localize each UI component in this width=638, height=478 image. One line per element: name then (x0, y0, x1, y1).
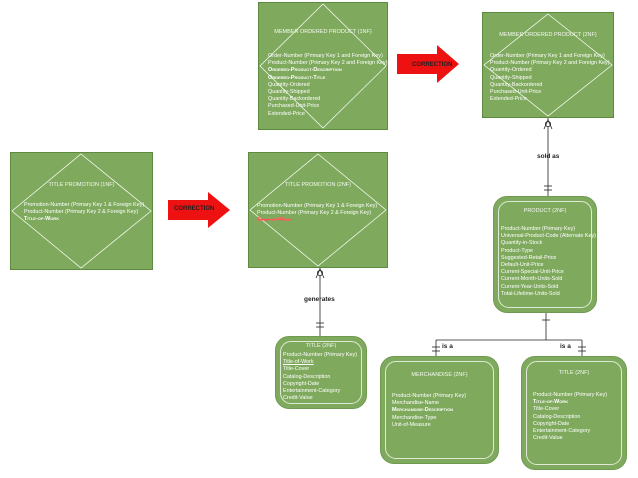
entity-title: TITLE (2NF) (558, 370, 590, 376)
entity-title: PRODUCT (2NF) (523, 208, 567, 214)
attribute: Product-Type (501, 247, 534, 254)
attribute: Universal-Product-Code (Alternate Key) (501, 233, 596, 240)
attribute: Quantity-Backordered (268, 96, 321, 103)
entity-title-2nf-small: TITLE (2NF) Product-Number (Primary Key)… (275, 336, 367, 409)
entity-title-promotion-2nf: TITLE PROMOTION (2NF) Promotion-Number (… (248, 152, 388, 268)
attribute-list: Promotion-Number (Primary Key 1 & Foreig… (24, 202, 144, 224)
attribute: Product-Number (Primary Key) (533, 392, 607, 398)
attribute-list: Product-Number (Primary Key) Title-of-Wo… (533, 392, 607, 442)
attribute: Merchandise-Name (392, 400, 440, 407)
diamond-shape (259, 3, 387, 129)
entity-title: TITLE (2NF) (305, 343, 337, 349)
attribute: Default-Unit-Price (501, 262, 544, 269)
attribute-list: Product-Number (Primary Key) Merchandise… (392, 393, 466, 429)
entity-title: MERCHANDISE (2NF) (411, 372, 468, 378)
attribute: Product-Number (Primary Key) (501, 226, 575, 232)
attribute-removed: Title-of-Work (257, 217, 293, 224)
attribute: Title-Cover (283, 366, 310, 373)
entity-member-ordered-product-1nf: MEMBER ORDERED PRODUCT (1NF) Order-Numbe… (258, 2, 388, 130)
attribute: Extended-Price (490, 96, 527, 103)
attribute: Current-Year-Units-Sold (501, 283, 559, 290)
correction-arrow-left (168, 192, 230, 228)
entity-title: MEMBER ORDERED PRODUCT (2NF) (499, 32, 597, 38)
attribute: Product-Number (Primary Key 2 and Foreig… (490, 60, 610, 67)
entity-title: TITLE PROMOTION (1NF) (48, 182, 115, 188)
entity-title-promotion-1nf: TITLE PROMOTION (1NF) Promotion-Number (… (10, 152, 153, 270)
diamond-shape (11, 153, 152, 269)
attribute: Current-Month-Units-Sold (501, 276, 563, 283)
correction-label-top: CORRECTION (412, 62, 453, 68)
entity-product-2nf: PRODUCT (2NF) Product-Number (Primary Ke… (493, 196, 597, 313)
attribute: Title-Cover (533, 406, 560, 413)
attribute: Unit-of-Measure (392, 421, 431, 428)
entity-merchandise-2nf: MERCHANDISE (2NF) Product-Number (Primar… (380, 356, 499, 464)
attribute: Promotion-Number (Primary Key 1 & Foreig… (257, 203, 378, 209)
attribute-list: Product-Number (Primary Key) Universal-P… (501, 226, 596, 298)
attribute-list: Product-Number (Primary Key) Title-of-Wo… (283, 352, 357, 402)
attribute: Ordered-Product-Description (268, 67, 342, 74)
attribute: Purchased-Unit-Price (268, 103, 320, 110)
is-a-right-label: is a (560, 343, 571, 350)
entity-title: TITLE PROMOTION (2NF) (285, 182, 351, 188)
attribute: Current-Special-Unit-Price (501, 269, 564, 276)
attribute: Copyright-Date (533, 420, 570, 427)
attribute: Quantity-Shipped (268, 89, 310, 96)
attribute: Product-Number (Primary Key 2 & Foreign … (257, 210, 372, 217)
attribute-list: Order-Number (Primary Key 1 and Foreign … (268, 53, 388, 118)
attribute: Quantity-Ordered (490, 67, 532, 74)
attribute: Product-Number (Primary Key 2 and Foreig… (268, 60, 388, 67)
attribute: Order-Number (Primary Key 1 and Foreign … (490, 53, 605, 59)
attribute: Catalog-Description (283, 373, 331, 380)
attribute: Merchandise-Description (392, 407, 454, 414)
attribute: Quantity-Ordered (268, 81, 310, 88)
attribute: Quantity-in-Stock (501, 240, 543, 247)
attribute-list: Promotion-Number (Primary Key 1 & Foreig… (257, 203, 377, 225)
attribute: Extended-Price (268, 110, 305, 117)
diamond-shape (249, 153, 387, 267)
attribute: Catalog-Description (533, 413, 581, 420)
attribute: Credit-Value (283, 395, 313, 402)
entity-title: MEMBER ORDERED PRODUCT (1NF) (274, 29, 372, 35)
attribute: Promotion-Number (Primary Key 1 & Foreig… (24, 202, 145, 208)
sold-as-label: sold as (537, 153, 560, 160)
attribute: Quantity-Backordered (490, 81, 543, 88)
attribute: Title-of-Work (24, 216, 60, 223)
attribute: Title-of-Work (283, 359, 314, 366)
attribute: Ordered-Product-Title (268, 74, 326, 81)
attribute: Total-Lifetime-Units-Sold (501, 290, 560, 297)
attribute: Purchased-Unit-Price (490, 89, 542, 96)
diamond-shape (483, 13, 613, 117)
attribute: Entertainment-Category (533, 428, 591, 435)
entity-member-ordered-product-2nf: MEMBER ORDERED PRODUCT (2NF) Order-Numbe… (482, 12, 614, 118)
attribute: Copyright-Date (283, 380, 320, 387)
correction-label-left: CORRECTION (174, 206, 215, 212)
attribute: Product-Number (Primary Key 2 & Foreign … (24, 209, 139, 216)
attribute: Product-Number (Primary Key) (392, 393, 466, 399)
entity-title-2nf: TITLE (2NF) Product-Number (Primary Key)… (521, 356, 627, 470)
generates-label: generates (304, 296, 335, 303)
attribute: Title-of-Work (533, 399, 569, 406)
attribute: Quantity-Shipped (490, 74, 532, 81)
attribute: Product-Number (Primary Key) (283, 352, 357, 358)
is-a-left-label: is a (442, 343, 453, 350)
attribute: Order-Number (Primary Key 1 and Foreign … (268, 53, 383, 59)
correction-arrow-top (397, 45, 459, 83)
attribute: Suggested-Retail-Price (501, 254, 557, 261)
attribute: Merchandise-Type (392, 414, 437, 421)
attribute: Entertainment-Category (283, 388, 341, 395)
attribute-list: Order-Number (Primary Key 1 and Foreign … (490, 53, 610, 103)
attribute: Credit-Value (533, 435, 563, 442)
